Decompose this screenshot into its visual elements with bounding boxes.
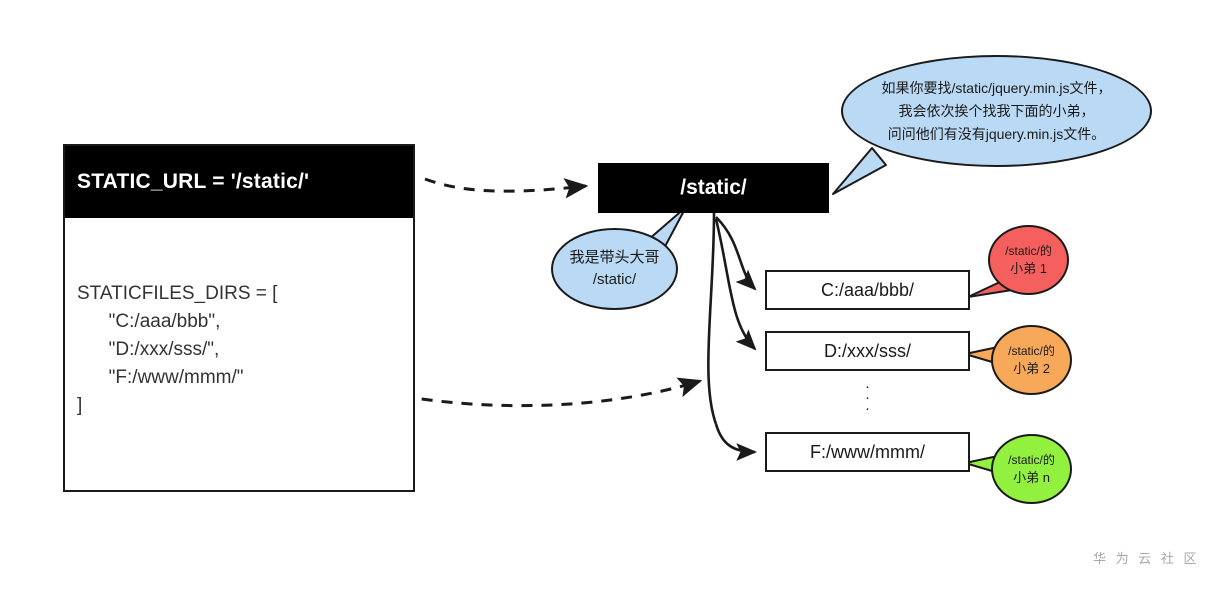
arrow-to-dir-2 <box>714 423 758 461</box>
dashed-arrow-static-url <box>424 177 589 199</box>
dir-box-1: D:/xxx/sss/ <box>765 331 970 371</box>
bubble-line: 我会依次挨个找我下面的小弟， <box>898 102 1095 119</box>
static-url-header: STATIC_URL = '/static/' <box>65 146 413 218</box>
ellipsis-dot: · <box>865 400 870 417</box>
watermark: 华 为 云 社 区 <box>1093 551 1200 566</box>
bubble-line: /static/的 <box>1005 244 1052 258</box>
static-url-node: /static/ <box>598 163 829 213</box>
bubble-line: /static/的 <box>1008 453 1055 467</box>
bubble-line: 小弟 1 <box>1010 261 1047 276</box>
bubble-line: /static/ <box>592 271 637 288</box>
arrow-to-dir-1 <box>714 218 757 351</box>
arrow-to-dir-0 <box>715 216 757 291</box>
bubble-line: 我是带头大哥 <box>569 249 660 266</box>
bubble-tail-big <box>832 147 887 195</box>
bubble-line: /static/的 <box>1008 344 1055 358</box>
speech-bubble-minion-2: /static/的 小弟 2 <box>991 325 1072 395</box>
ellipsis-dot: · <box>865 389 870 406</box>
bubble-line: 问问他们有没有jquery.min.js文件。 <box>887 125 1106 142</box>
speech-bubble-lookup-explanation: 如果你要找/static/jquery.min.js文件， 我会依次挨个找我下面… <box>841 55 1152 167</box>
dir-box-2: F:/www/mmm/ <box>765 432 970 472</box>
speech-bubble-minion-1: /static/的 小弟 1 <box>988 225 1069 295</box>
staticfiles-dirs-code: STATICFILES_DIRS = [ "C:/aaa/bbb", "D:/x… <box>77 283 278 416</box>
settings-code-panel: STATIC_URL = '/static/' STATICFILES_DIRS… <box>63 144 415 492</box>
speech-bubble-leader: 我是带头大哥 /static/ <box>551 228 678 310</box>
ellipsis-dot: · <box>865 378 870 395</box>
vertical-ellipsis: · · · <box>765 378 970 417</box>
dir-box-0: C:/aaa/bbb/ <box>765 270 970 310</box>
bubble-line: 小弟 n <box>1013 470 1050 485</box>
speech-bubble-minion-n: /static/的 小弟 n <box>991 434 1072 504</box>
bubble-line: 如果你要找/static/jquery.min.js文件， <box>881 79 1112 96</box>
branch-trunk <box>707 212 718 425</box>
bubble-line: 小弟 2 <box>1013 361 1050 376</box>
